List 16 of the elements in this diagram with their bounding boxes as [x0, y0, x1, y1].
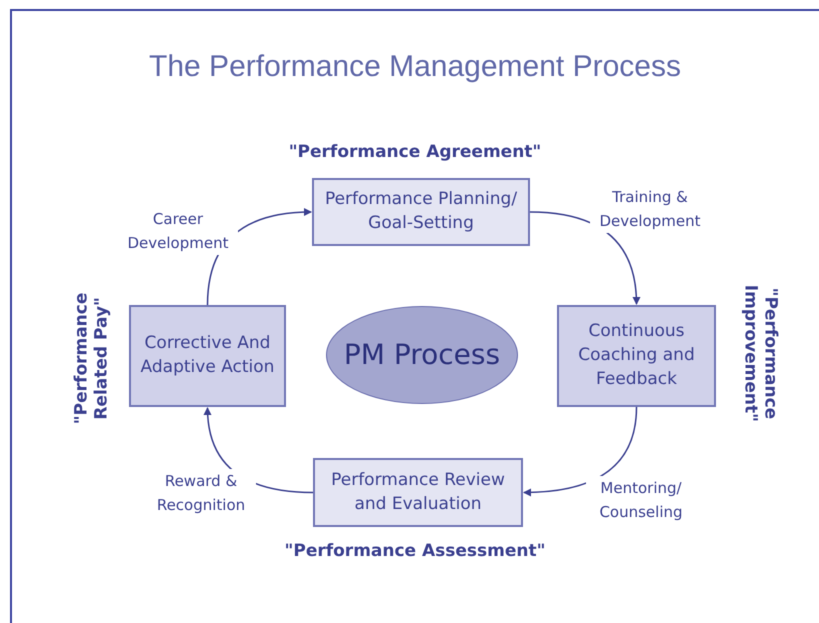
process-box	[312, 178, 530, 246]
curved-arrow	[523, 406, 638, 496]
node-label: Performance Review and Evaluation	[330, 468, 506, 516]
node-label: Performance Planning/ Goal-Setting	[324, 188, 518, 235]
node-label: PM Process	[342, 337, 502, 374]
process-box	[557, 305, 716, 407]
node-label: Continuous Coaching and Feedback	[577, 320, 696, 391]
curved-arrow	[530, 211, 640, 305]
stage-caption: "Performance Agreement"	[288, 142, 542, 162]
title: The Performance Management Process	[148, 49, 682, 85]
process-box	[313, 458, 523, 527]
node-label: Corrective And Adaptive Action	[140, 332, 276, 379]
process-box	[129, 305, 286, 407]
stage-caption: "Performance Assessment"	[284, 541, 546, 562]
stage-caption: "Performance Related Pay"	[72, 292, 112, 426]
stage-caption: "Performance Improvement"	[740, 284, 780, 424]
